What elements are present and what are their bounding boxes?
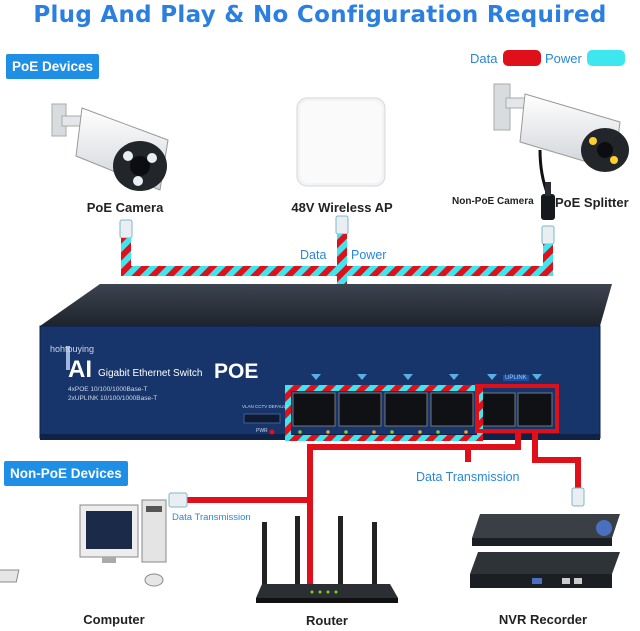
data-cable-lines [186, 432, 581, 600]
nvr-recorder-icon [470, 514, 620, 588]
router-icon [256, 516, 398, 603]
poe-camera-icon [51, 103, 169, 191]
non-poe-camera-icon [493, 83, 629, 196]
switch-uplink-label: UPLINK [503, 375, 529, 381]
cable-power-label: Power [351, 248, 387, 262]
switch-ai-mark: AI [68, 356, 92, 383]
computer-icon [0, 499, 167, 587]
legend-data-swatch [503, 50, 541, 66]
poe-camera-label: PoE Camera [86, 200, 164, 215]
headline: Plug And Play & No Configuration Require… [33, 2, 607, 28]
wireless-ap-icon [296, 97, 386, 187]
poe-switch [39, 284, 612, 441]
router-label: Router [306, 613, 348, 628]
switch-spec-line1: 4xPOE 10/100/1000Base-T [68, 386, 148, 393]
switch-poe-mark: POE [214, 360, 259, 383]
non-poe-devices-badge: Non-PoE Devices [4, 461, 128, 486]
non-poe-camera-label: Non-PoE Camera [452, 196, 534, 207]
data-transmission-label: Data Transmission [416, 470, 520, 484]
legend-data-label: Data [470, 51, 498, 66]
switch-spec-line2: 2xUPLINK 10/100/1000Base-T [68, 395, 158, 402]
switch-dip-labels: VLAN CCTV DEFAULT [242, 404, 289, 409]
wireless-ap-label: 48V Wireless AP [291, 200, 393, 215]
cable-data-label: Data [300, 248, 327, 262]
nvr-recorder-label: NVR Recorder [498, 612, 588, 627]
switch-model: Gigabit Ethernet Switch [98, 368, 203, 379]
computer-data-transmission-label: Data Transmission [172, 512, 251, 523]
computer-label: Computer [83, 612, 145, 627]
switch-brand: hohtouying [50, 344, 95, 354]
poe-splitter-label: PoE Splitter [555, 195, 629, 210]
poe-splitter-icon [541, 182, 555, 220]
rj45-connector-icon [168, 487, 585, 508]
legend-power-label: Power [545, 51, 582, 66]
switch-pwr-label: PWR [256, 428, 268, 434]
poe-devices-badge: PoE Devices [6, 54, 100, 79]
legend-power-swatch [587, 50, 625, 66]
rj45-connector-icon [119, 215, 555, 245]
